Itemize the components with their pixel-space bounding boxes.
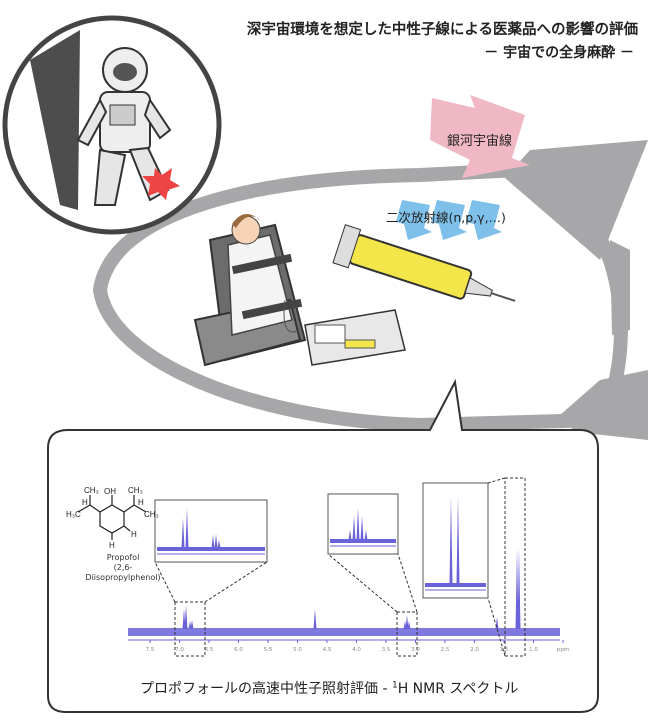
inset-methine-peak xyxy=(356,508,360,540)
molecule-iupac-name: (2,6-Diisopropylphenol) xyxy=(85,563,161,582)
rocket-bottom-fin xyxy=(560,370,648,440)
inset-methine-peak xyxy=(352,516,356,540)
inset-aromatic-baseline xyxy=(157,547,265,551)
molecule-common-name: Propofol xyxy=(106,553,140,562)
inset-methyl-baseline xyxy=(425,583,486,587)
spectrum-caption: プロポフォールの高速中性子照射評価 - 1H NMR スペクトル xyxy=(140,678,518,698)
secondary-radiation-label: 二次放射線(n,p,γ,…) xyxy=(386,210,506,225)
inset-methine-peak xyxy=(364,530,368,540)
spectrum-peak xyxy=(517,549,521,629)
zoom-connector xyxy=(487,597,506,657)
axis-tick-label: 3.5 xyxy=(382,647,391,653)
axis-tick-label: 1.0 xyxy=(529,647,538,653)
svg-text:CH₃: CH₃ xyxy=(84,486,99,495)
svg-text:H: H xyxy=(82,498,88,507)
inset-aromatic-peak xyxy=(211,535,215,548)
caption-prefix: プロポフォールの高速中性子照射評価 - xyxy=(140,681,392,697)
axis-tick-label: 5.5 xyxy=(264,647,273,653)
zoom-box-aromatic xyxy=(174,601,206,657)
spectrum-peak xyxy=(313,609,317,629)
axis-tick-label: 3.0 xyxy=(411,647,420,653)
cosmic-ray-arrow xyxy=(430,95,530,178)
svg-text:H: H xyxy=(131,530,137,539)
svg-text:CH₃: CH₃ xyxy=(144,510,159,519)
spectrum-peak xyxy=(407,621,411,629)
spectrum-peak xyxy=(182,609,186,629)
zoom-connector xyxy=(154,561,176,603)
svg-text:CH₃: CH₃ xyxy=(128,486,143,495)
axis-tick-label: 2.5 xyxy=(441,647,450,653)
axis-tick-label: 4.0 xyxy=(352,647,361,653)
svg-text:H: H xyxy=(138,498,144,507)
axis-tick-label: 4.5 xyxy=(323,647,332,653)
syringe xyxy=(332,224,516,302)
page-subtitle: － 宇宙での全身麻酔 － xyxy=(484,45,634,61)
zoom-connector xyxy=(204,561,268,603)
astronaut-inset xyxy=(2,15,222,235)
galactic-cosmic-rays-label: 銀河宇宙線 xyxy=(447,134,513,149)
molecule-name: Propofol (2,6-Diisopropylphenol) xyxy=(78,553,168,583)
axis-tick-label: 1.5 xyxy=(500,647,509,653)
spectrum-peak xyxy=(184,605,188,629)
nmr-callout-frame xyxy=(47,378,599,713)
inset-methyl-peak xyxy=(456,496,460,584)
axis-tick-label: 6.5 xyxy=(205,647,214,653)
inset-aromatic-peak xyxy=(214,534,218,548)
svg-text:H₃C: H₃C xyxy=(66,510,81,519)
axis-tick-label: 2.0 xyxy=(470,647,479,653)
axis-tick-label: 5.0 xyxy=(293,647,302,653)
rocket-nozzle xyxy=(610,240,630,335)
impact-burst-icon xyxy=(142,168,180,200)
inset-methine xyxy=(327,493,399,555)
patient-on-stretcher xyxy=(193,213,307,367)
caption-isotope: 1 xyxy=(391,680,398,691)
rocket-top-fin xyxy=(505,140,648,260)
inset-aromatic xyxy=(154,499,268,563)
inset-methine-peak xyxy=(348,530,352,540)
rocket-hull xyxy=(93,163,628,432)
page-title: 深宇宙環境を想定した中性子線による医薬品への影響の評価 xyxy=(246,22,638,38)
inset-aromatic-peak xyxy=(181,518,185,548)
svg-text:H: H xyxy=(109,541,115,550)
zoom-connector xyxy=(327,553,398,613)
axis-tick-label: 7.5 xyxy=(146,647,155,653)
zoom-connector xyxy=(397,553,418,613)
caption-suffix: H NMR スペクトル xyxy=(397,681,519,697)
inset-methyl xyxy=(422,482,489,599)
inset-aromatic-peak xyxy=(185,508,189,548)
axis-tick-label: 6.0 xyxy=(234,647,243,653)
zoom-box-methyl xyxy=(504,477,526,657)
spectrum-peak xyxy=(188,621,192,629)
inset-methine-peak xyxy=(360,516,364,540)
spectrum-peak xyxy=(405,615,409,629)
svg-text:OH: OH xyxy=(104,487,116,496)
inset-aromatic-peak xyxy=(217,540,221,548)
secondary-radiation-arrows xyxy=(396,200,502,240)
spectrum-peak xyxy=(190,620,194,629)
syringe-pump xyxy=(283,299,406,366)
axis-tick-label: ppm xyxy=(557,647,569,653)
inset-methine-baseline xyxy=(330,539,396,543)
zoom-connector xyxy=(487,477,506,484)
nmr-spectrum: 7.5 7.0 6.5 6.0 5.5 5.0 4.5 4.0 3.5 3.0 2.5 2.0 1.5 1… xyxy=(128,477,569,657)
axis-tick-label: 7.0 xyxy=(175,647,184,653)
spectrum-peak xyxy=(515,549,519,629)
inset-methyl-peak xyxy=(449,496,453,584)
spectrum-baseline xyxy=(128,628,560,636)
zoom-box-methine xyxy=(396,611,418,657)
